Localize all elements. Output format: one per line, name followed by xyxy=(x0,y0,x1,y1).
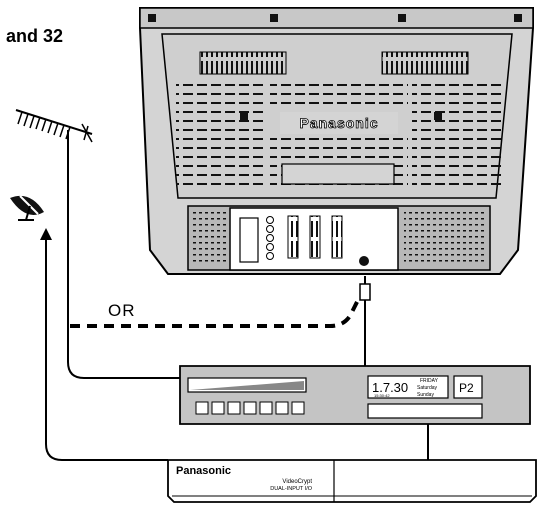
tv-connection-panel xyxy=(187,205,491,271)
scart-socket-2 xyxy=(309,215,321,259)
receiver-model-line2: DUAL-INPUT I/O xyxy=(270,486,312,492)
tv-brand-label: Panasonic xyxy=(299,115,378,131)
aerial-cable xyxy=(67,130,180,379)
satellite-cable xyxy=(45,236,168,461)
scart-socket-1 xyxy=(287,215,299,259)
vcr-day-3: Sunday xyxy=(417,392,434,398)
vcr-day-2: Saturday xyxy=(417,385,438,391)
satellite-cable-arrow xyxy=(40,228,52,240)
vcr-clock-subtext: 15:30:42 xyxy=(374,393,390,398)
tv-aerial-icon xyxy=(15,109,93,143)
satellite-receiver-unit: Panasonic VideoCrypt DUAL-INPUT I/O xyxy=(167,459,537,503)
rf-input-socket xyxy=(359,256,369,266)
satellite-dish-icon xyxy=(10,195,44,221)
or-label: OR xyxy=(108,301,136,320)
vcr-clock-display: 1.7.30 xyxy=(372,380,408,395)
dashed-alternative-cable xyxy=(70,295,362,328)
rf-plug-icon xyxy=(359,276,371,301)
vcr-unit: 1.7.30 15:30:42 FRIDAY Saturday Sunday P… xyxy=(179,365,531,425)
vcr-day-1: FRIDAY xyxy=(420,378,439,384)
receiver-model-line1: VideoCrypt xyxy=(282,479,312,485)
page-heading: and 32 xyxy=(6,26,64,46)
receiver-brand-label: Panasonic xyxy=(176,465,231,477)
scart-socket-3 xyxy=(331,215,343,259)
vcr-program-display: P2 xyxy=(459,381,474,395)
